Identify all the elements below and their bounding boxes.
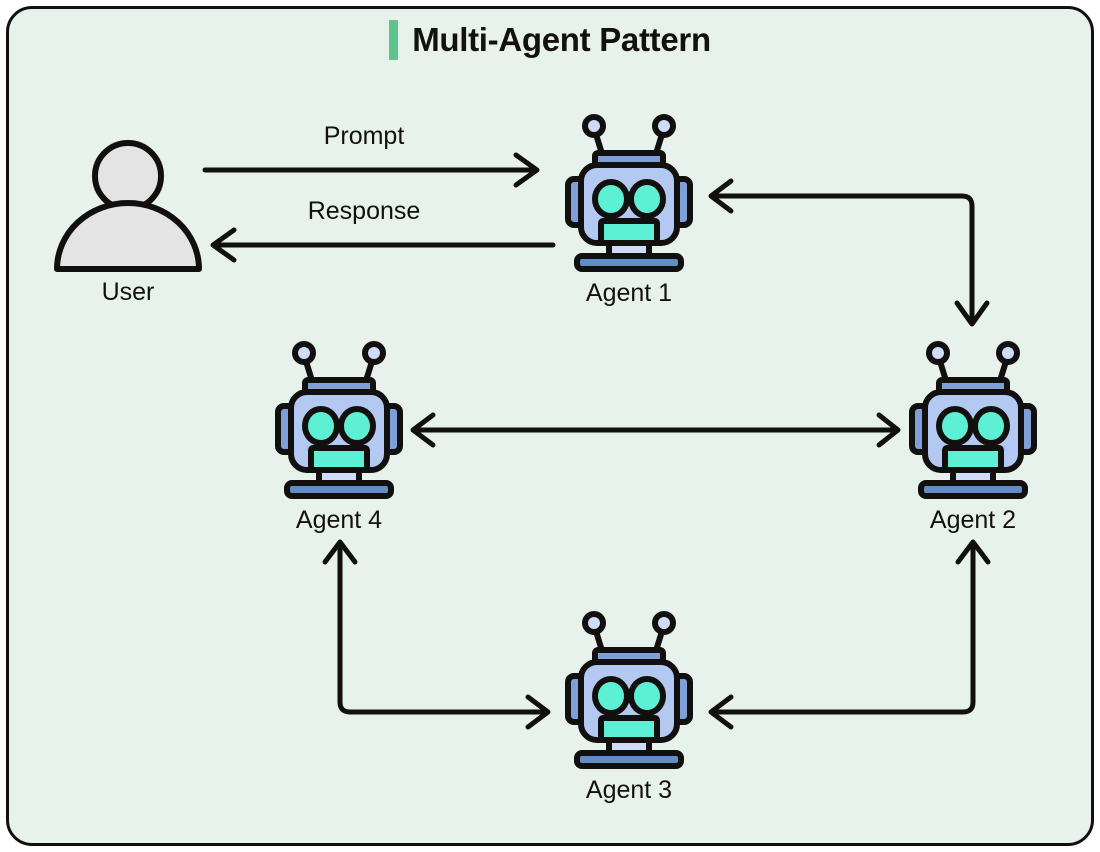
node-agent1[interactable]: Agent 1 <box>551 113 707 308</box>
robot-icon <box>565 114 693 272</box>
node-agent4[interactable]: Agent 4 <box>261 340 417 535</box>
node-label-agent3: Agent 3 <box>585 776 673 804</box>
node-label-agent1: Agent 1 <box>585 279 673 307</box>
user-icon <box>54 140 202 272</box>
node-label-agent2: Agent 2 <box>929 506 1017 534</box>
node-agent3[interactable]: Agent 3 <box>551 610 707 805</box>
title-text: Multi-Agent Pattern <box>412 21 711 58</box>
robot-icon <box>275 341 403 499</box>
title-accent-bar <box>389 20 399 60</box>
node-agent2[interactable]: Agent 2 <box>895 340 1051 535</box>
edge-label-prompt: Prompt <box>323 122 405 150</box>
node-user[interactable]: User <box>52 136 204 307</box>
edge-label-response: Response <box>307 197 421 225</box>
page-title: Multi-Agent Pattern <box>0 20 1100 60</box>
robot-icon <box>565 611 693 769</box>
node-label-user: User <box>101 278 155 306</box>
robot-icon <box>909 341 1037 499</box>
node-label-agent4: Agent 4 <box>295 506 383 534</box>
